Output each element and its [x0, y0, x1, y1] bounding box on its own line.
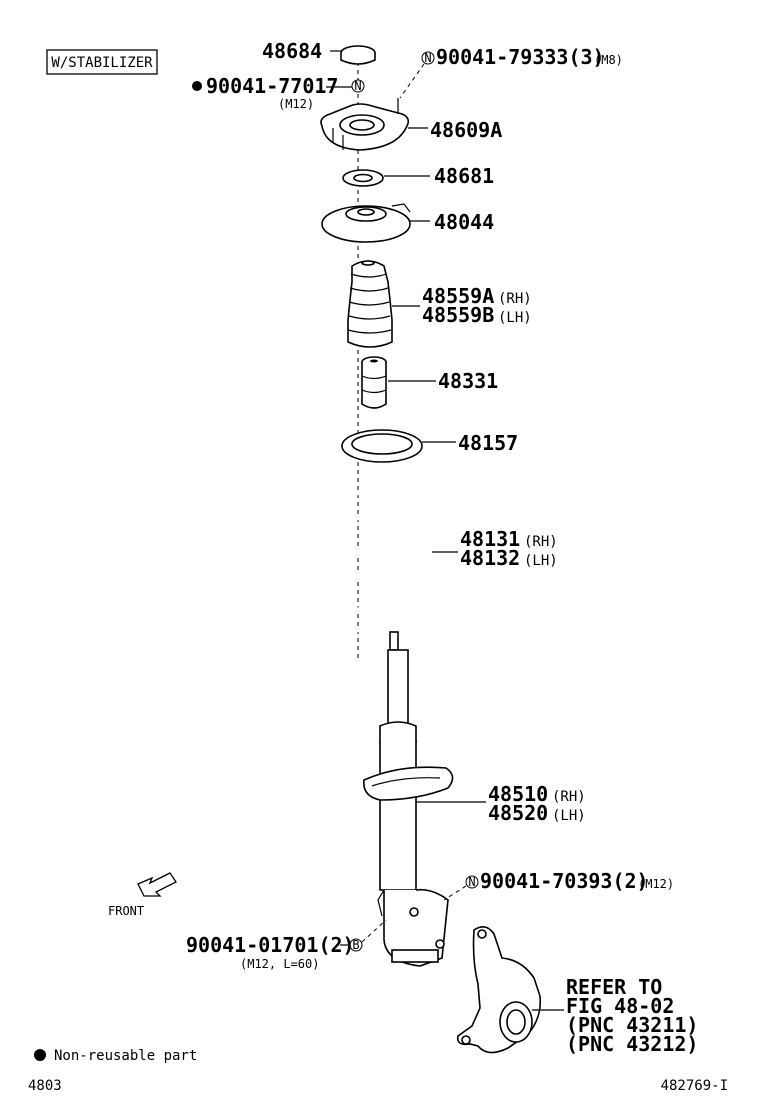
- refer-line-4: (PNC 43212): [566, 1032, 698, 1056]
- n-marker-nut: N: [351, 79, 365, 93]
- svg-text:N: N: [354, 79, 361, 93]
- front-arrow-icon: [137, 872, 177, 897]
- part-48609a-support: [320, 98, 410, 151]
- part-48559-dust-boot: [347, 260, 393, 348]
- callout-90041-70393: 90041-70393(2): [480, 869, 649, 893]
- part-48131-coil-spring: [335, 483, 435, 633]
- callout-90041-70393-note: (M12): [638, 877, 674, 891]
- callout-48520-side: (LH): [552, 808, 586, 824]
- callout-90041-01701: 90041-01701(2): [186, 933, 355, 957]
- non-reusable-dot: [192, 81, 202, 91]
- callout-48331: 48331: [438, 369, 498, 393]
- callout-48559a: 48559A: [422, 284, 494, 308]
- variant-label: W/STABILIZER: [51, 55, 153, 71]
- callout-48684: 48684: [262, 39, 322, 63]
- part-48681-bearing: [342, 169, 384, 187]
- drawing-id: 482769-I: [661, 1078, 728, 1094]
- callout-48132: 48132: [460, 546, 520, 570]
- legend-text: Non-reusable part: [54, 1048, 197, 1064]
- callout-48131-side: (RH): [524, 534, 558, 550]
- callout-48559b: 48559B: [422, 303, 494, 327]
- part-48044-spring-seat: [321, 203, 411, 243]
- n-marker-bolt: N: [421, 51, 435, 65]
- callout-48681: 48681: [434, 164, 494, 188]
- legend-dot-icon: [34, 1049, 46, 1061]
- part-steering-knuckle: [456, 926, 542, 1054]
- front-label: FRONT: [108, 904, 144, 918]
- part-48331-bump-stopper: [361, 356, 387, 409]
- n-marker-strut-nut: N: [465, 875, 479, 889]
- b-marker-bolt: B: [349, 938, 363, 952]
- callout-48510-side: (RH): [552, 789, 586, 805]
- callout-90041-01701-note: (M12, L=60): [240, 957, 319, 971]
- part-48510-shock-absorber: [363, 631, 454, 967]
- svg-text:N: N: [468, 875, 475, 889]
- callout-48044: 48044: [434, 210, 494, 234]
- callout-48510: 48510: [488, 782, 548, 806]
- svg-text:N: N: [424, 51, 431, 65]
- refer-line-3: (PNC 43211): [566, 1013, 698, 1037]
- variant-label-box: W/STABILIZER: [46, 49, 158, 75]
- callout-90041-77017: 90041-77017: [206, 74, 338, 98]
- refer-line-1: REFER TO: [566, 975, 662, 999]
- figure-number: 4803: [28, 1078, 62, 1094]
- part-48157-insulator: [341, 429, 423, 463]
- callout-90041-79333: 90041-79333(3): [436, 45, 605, 69]
- refer-line-2: FIG 48-02: [566, 994, 674, 1018]
- callout-48132-side: (LH): [524, 553, 558, 569]
- callout-48609a: 48609A: [430, 118, 502, 142]
- part-48684-cap: [340, 45, 376, 65]
- callout-90041-79333-note: (M8): [594, 53, 623, 67]
- callout-48131: 48131: [460, 527, 520, 551]
- svg-text:B: B: [352, 938, 359, 952]
- callout-48520: 48520: [488, 801, 548, 825]
- callout-48157: 48157: [458, 431, 518, 455]
- callout-90041-77017-note: (M12): [278, 97, 314, 111]
- callout-48559b-side: (LH): [498, 310, 532, 326]
- callout-48559a-side: (RH): [498, 291, 532, 307]
